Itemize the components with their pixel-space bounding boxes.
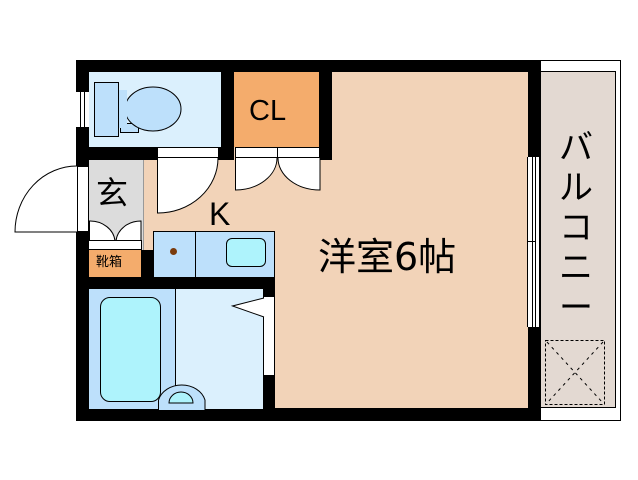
shoe-box-wall	[141, 250, 153, 277]
closet-label: CL	[249, 95, 287, 127]
kitchen-label: K	[209, 196, 231, 232]
front-door[interactable]	[77, 166, 89, 232]
shoe-box	[89, 250, 141, 277]
front-wall-lower	[76, 232, 89, 289]
shoe-box-door-swing	[89, 220, 142, 242]
balcony	[540, 71, 616, 408]
window-line	[80, 91, 81, 128]
balcony-label: バ ル コ ニ ー	[559, 128, 593, 328]
shoe-box-label: 靴箱	[96, 255, 123, 270]
entrance-label: 玄	[96, 174, 129, 212]
closet	[234, 72, 319, 147]
toilet-door[interactable]	[157, 147, 219, 158]
closet-door-swing	[235, 157, 321, 191]
washbasin-icon	[158, 384, 206, 410]
front-door-swing	[14, 165, 78, 233]
window-line	[84, 91, 85, 128]
western-room-label: 洋室6帖	[318, 235, 457, 279]
stove-burner-icon	[170, 248, 177, 255]
counter-divider	[195, 231, 196, 278]
toilet-door-swing	[157, 157, 219, 214]
sink-icon	[226, 238, 266, 267]
bath-top-wall	[76, 277, 275, 289]
aircon-unit-icon	[545, 340, 605, 405]
door-divider	[277, 147, 278, 158]
window-line	[532, 157, 533, 327]
closet-right-wall	[319, 72, 332, 160]
balcony-window[interactable]	[527, 157, 540, 327]
toilet-icon	[94, 82, 182, 137]
toilet-closet-wall	[221, 72, 234, 160]
window-line	[535, 157, 536, 327]
bath-door-swing	[230, 297, 265, 318]
window-line	[528, 241, 536, 242]
bathtub-icon	[100, 297, 161, 402]
toilet-window[interactable]	[76, 91, 89, 128]
shoe-box-door[interactable]	[89, 240, 142, 250]
bath-door[interactable]	[263, 296, 275, 376]
